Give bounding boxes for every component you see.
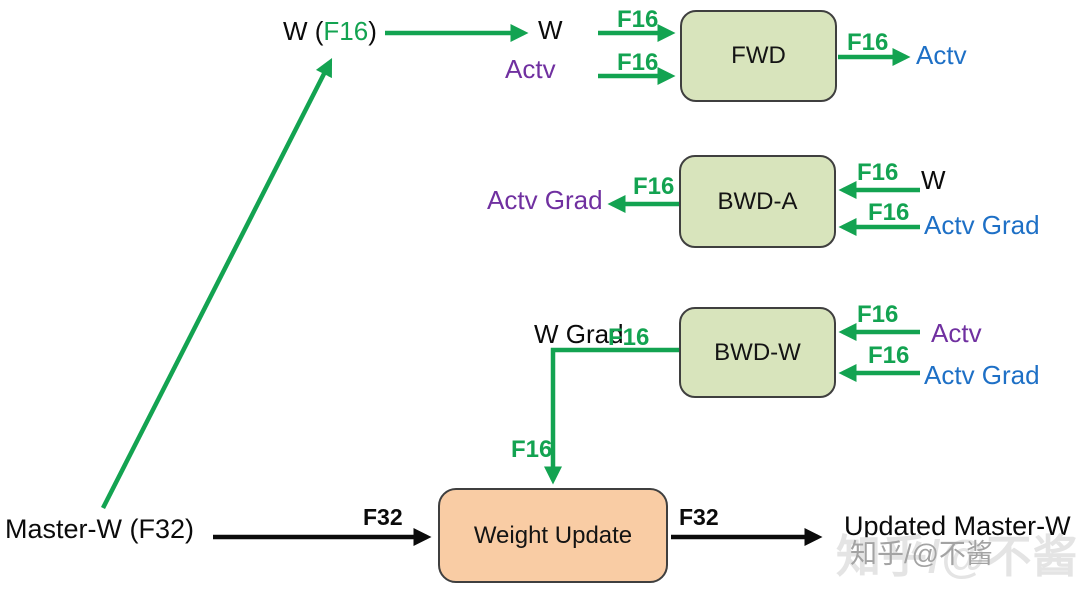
label-f16-bwda-out: F16 [633,173,675,200]
label-f16-bwdw-in-1: F16 [857,301,899,328]
label-actv-out: Actv [916,40,967,70]
label-f16-bwdw-in-2: F16 [868,342,910,369]
label-w-f16-suffix: ) [368,16,377,46]
label-actv-grad-in-w: Actv Grad [924,360,1040,390]
label-f16-weight-update-in: F16 [511,436,553,463]
label-updated-master-w: Updated Master-W [844,511,1071,541]
edge-wgrad-to-weightupdate [544,347,679,485]
node-bwd-a-label: BWD-A [717,187,798,215]
node-bwd-w-label: BWD-W [714,338,801,366]
label-w-right: W [921,165,946,195]
edge-masterw-to-wf16 [100,57,333,510]
label-master-w: Master-W (F32) [5,514,194,544]
node-fwd-label: FWD [731,42,786,69]
label-f16-bwda-in-1: F16 [857,159,899,186]
node-bwd-w: BWD-W [679,307,836,398]
label-actv-grad-in-a: Actv Grad [924,210,1040,240]
node-bwd-a: BWD-A [679,155,836,248]
label-w-grad: W Grad [534,319,624,349]
label-f32-out: F32 [679,504,719,530]
node-fwd: FWD [680,10,837,102]
node-weight-update-label: Weight Update [473,521,633,549]
label-actv-top: Actv [505,54,556,84]
label-w-top: W [538,15,563,45]
label-f16-fwd-in-1: F16 [617,6,659,33]
label-f16-w-grad: F16 [608,324,650,351]
label-actv-right: Actv [931,318,982,348]
label-f32-in: F32 [363,504,403,530]
label-f16-fwd-in-2: F16 [617,49,659,76]
label-f16-bwda-in-2: F16 [868,199,910,226]
node-weight-update: Weight Update [438,488,668,583]
label-w-f16-prefix: W ( [283,16,324,46]
label-f16-fwd-out: F16 [847,29,889,56]
label-actv-grad-out: Actv Grad [487,185,603,215]
label-w-f16-value: F16 [323,16,369,46]
label-w-f16: W (F16) [283,16,377,46]
